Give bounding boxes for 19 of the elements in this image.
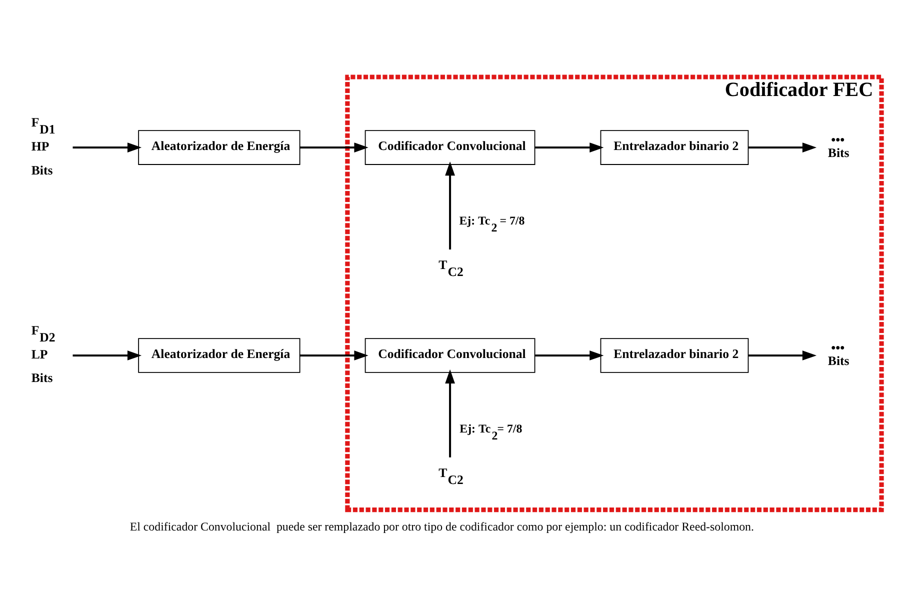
arrow <box>300 142 368 152</box>
node-text: ••• Bits <box>828 340 850 368</box>
arrow <box>535 350 604 360</box>
node-box: Entrelazador binario 2 <box>600 338 749 372</box>
node-text: ••• Bits <box>828 132 850 160</box>
arrow <box>535 142 604 152</box>
node-box: Aleatorizador de Energía <box>138 338 300 372</box>
caption: El codificador Convolucional puede ser remplazado por otro tipo de codificador como por ejemplo: un codificador Reed-solomon. <box>130 518 754 533</box>
node-box: Aleatorizador de Energía <box>138 130 300 164</box>
arrow <box>72 350 142 360</box>
node-box: Entrelazador binario 2 <box>600 130 749 164</box>
arrow <box>445 368 455 457</box>
arrow <box>748 350 817 360</box>
arrow <box>72 142 142 152</box>
arrow <box>300 350 368 360</box>
node-box: Codificador Convolucional <box>364 338 536 372</box>
arrow <box>445 160 455 249</box>
node-box: Codificador Convolucional <box>364 130 536 164</box>
arrow <box>748 142 817 152</box>
